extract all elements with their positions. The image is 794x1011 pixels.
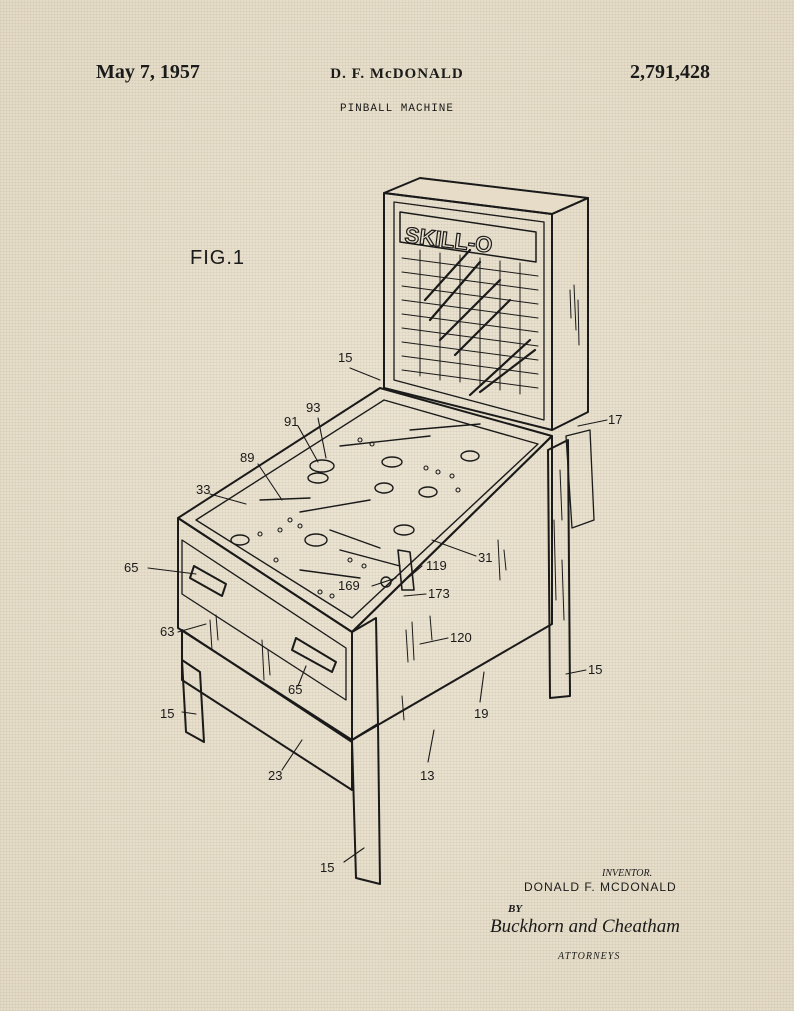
ref-label: 19: [474, 706, 488, 721]
ref-label: 91: [284, 414, 298, 429]
ref-label: 65: [288, 682, 302, 697]
ref-label: 169: [338, 578, 360, 593]
patent-date: May 7, 1957: [96, 61, 200, 83]
ref-label: 15: [338, 350, 352, 365]
attorney-signature: Buckhorn and Cheatham: [490, 916, 680, 937]
ref-label: 173: [428, 586, 450, 601]
ref-label: 89: [240, 450, 254, 465]
inventor-heading: D. F. McDONALD: [330, 66, 464, 82]
ref-label: 119: [426, 558, 447, 573]
attorneys-label: ATTORNEYS: [558, 951, 621, 962]
ref-label: 17: [608, 412, 622, 427]
ref-label: 31: [478, 550, 492, 565]
inventor-name: DONALD F. MCDONALD: [524, 880, 677, 894]
inventor-label: INVENTOR.: [602, 868, 653, 879]
ref-label: 65: [124, 560, 138, 575]
ref-label: 63: [160, 624, 174, 639]
playfield: [230, 423, 481, 599]
backbox: [383, 177, 589, 431]
patent-number: 2,791,428: [630, 61, 710, 83]
ref-label: 15: [320, 860, 334, 875]
ref-label: 15: [160, 706, 174, 721]
backbox-marquee-text: SKILL-O: [403, 222, 493, 258]
patent-title: PINBALL MACHINE: [339, 103, 455, 115]
ref-label: 23: [268, 768, 282, 783]
reference-numerals: 15 91 93 89 33 17 31 65 63 169 119 173 1…: [124, 350, 622, 875]
ref-label: 120: [450, 630, 472, 645]
ref-label: 15: [588, 662, 602, 677]
ref-label: 13: [420, 768, 434, 783]
by-label: BY: [508, 903, 523, 915]
cabinet: [177, 387, 595, 885]
figure-label: FIG.1: [190, 247, 246, 269]
ref-label: 93: [306, 400, 320, 415]
ref-label: 33: [196, 482, 210, 497]
